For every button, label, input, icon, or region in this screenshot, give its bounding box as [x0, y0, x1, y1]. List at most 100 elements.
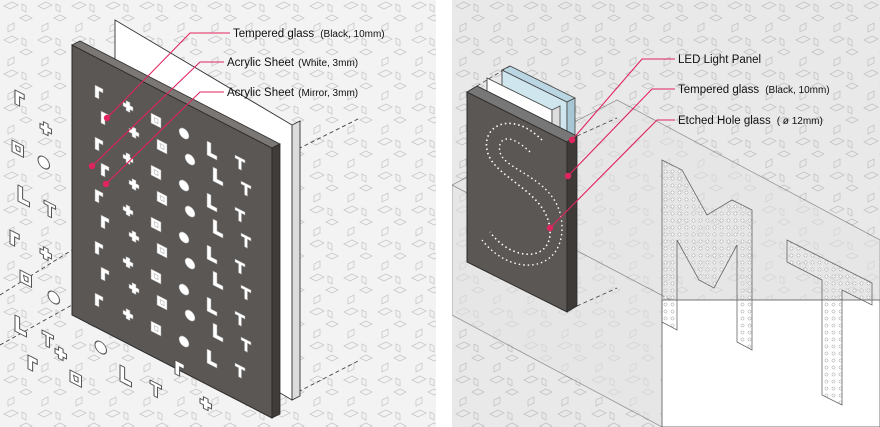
glass-cutout [122, 204, 134, 217]
left-labels: Tempered glass(Black, 10mm) Acrylic Shee… [227, 28, 385, 99]
glass-cutout [128, 126, 140, 139]
panel-gap [436, 0, 452, 427]
glass-cutout [206, 192, 218, 213]
glass-cutout [184, 309, 196, 322]
glass-cutout [150, 216, 162, 233]
glass-cutout [212, 218, 224, 239]
letter-m [661, 159, 753, 351]
left-diagram-svg: Tempered glass(Black, 10mm) Acrylic Shee… [0, 0, 436, 427]
leader-acrylic-mirror [105, 91, 224, 185]
glass-cutout [150, 320, 162, 337]
glass-cutout [206, 244, 218, 265]
glass-cutout [94, 84, 104, 100]
glass-cutout [178, 283, 190, 296]
glass-cutout [234, 206, 246, 223]
right-labels: LED Light Panel Tempered glass(Black, 10… [678, 54, 830, 127]
acrylic-piece [47, 290, 61, 305]
letter-t [786, 239, 873, 406]
glass-cutout [212, 166, 224, 187]
glass-cutout [122, 256, 134, 269]
left-exploded-axonometric: Tempered glass(Black, 10mm) Acrylic Shee… [0, 0, 436, 427]
leader-tempered-glass [106, 32, 230, 119]
glass-cutout [178, 179, 190, 192]
acrylic-piece [9, 229, 20, 247]
acrylic-piece [199, 395, 213, 412]
acrylic-piece [27, 354, 38, 372]
leader-acrylic-white [91, 61, 224, 167]
glass-cutout [234, 310, 246, 327]
leader-dot [102, 180, 110, 188]
glass-cutout [100, 214, 110, 230]
glass-cutout [240, 284, 252, 301]
leader-dot [568, 136, 576, 144]
letter-s-perforation [485, 122, 551, 255]
glass-cutout [212, 322, 224, 343]
acrylic-piece [54, 345, 68, 362]
letter-s-perforation-outer [481, 138, 563, 266]
label-tempered-glass: Tempered glass(Black, 10mm) [233, 28, 385, 40]
right-exploded-axonometric: LED Light Panel Tempered glass(Black, 10… [452, 0, 880, 427]
label-acrylic-mirror: Acrylic Sheet(Mirror, 3mm) [227, 87, 358, 99]
acrylic-piece [17, 184, 31, 208]
leader-dot [564, 172, 572, 180]
glass-cutout-shapes [94, 84, 252, 379]
right-diagram-svg: LED Light Panel Tempered glass(Black, 10… [452, 0, 880, 427]
exploded-acrylic-pieces [9, 89, 213, 412]
glass-cutout [94, 136, 104, 152]
right-leaders [546, 58, 675, 232]
etched-hole-glass [466, 85, 578, 313]
label-etched-hole-glass: Etched Hole glass( ø 12mm) [678, 115, 823, 127]
glass-cutout [240, 336, 252, 353]
acrylic-piece [119, 364, 133, 388]
glass-cutout [122, 152, 134, 165]
glass-cutout [184, 257, 196, 270]
leader-dot [103, 114, 111, 122]
left-leaders [88, 32, 230, 188]
glass-cutout [156, 190, 168, 207]
glass-cutout [184, 153, 196, 166]
acrylic-piece [69, 369, 83, 389]
acrylic-piece [174, 359, 185, 377]
glass-cutout [156, 242, 168, 259]
glass-cutout [150, 112, 162, 129]
acrylic-piece [14, 314, 28, 338]
leader-etched-glass [549, 119, 675, 229]
glass-cutout [122, 308, 134, 321]
glass-cutout [128, 282, 140, 295]
glass-cutout [212, 270, 224, 291]
acrylic-piece [41, 329, 55, 349]
panel-dashed-guides [476, 65, 618, 307]
glass-cutout [94, 188, 104, 204]
glass-cutout [234, 154, 246, 171]
label-led-panel: LED Light Panel [678, 54, 761, 66]
glass-cutout [206, 140, 218, 161]
glass-cutout [178, 231, 190, 244]
glass-cutout [150, 268, 162, 285]
leader-led-panel [571, 58, 675, 141]
glass-cutout [94, 240, 104, 256]
leader-tempered-glass-right [567, 88, 675, 177]
glass-cutout [234, 362, 246, 379]
acrylic-piece [149, 379, 163, 399]
label-acrylic-white: Acrylic Sheet(White, 3mm) [227, 57, 358, 69]
acrylic-piece [43, 199, 57, 219]
glass-cutout [100, 162, 110, 178]
glass-cutout [178, 335, 190, 348]
acrylic-piece [19, 269, 33, 289]
leader-dot [546, 224, 554, 232]
acrylic-piece [39, 120, 53, 137]
acrylic-piece [39, 245, 53, 262]
glass-cutout [206, 296, 218, 317]
glass-cutout [240, 180, 252, 197]
glass-cutout [156, 294, 168, 311]
glass-cutout [94, 292, 104, 308]
glass-cutout [128, 230, 140, 243]
acrylic-piece [14, 89, 25, 107]
glass-cutout [128, 178, 140, 191]
perforated-letters [661, 159, 873, 406]
dashed-guides [0, 117, 361, 396]
dark-glass-panel [71, 40, 281, 419]
acrylic-piece [94, 340, 108, 355]
glass-cutout [184, 205, 196, 218]
